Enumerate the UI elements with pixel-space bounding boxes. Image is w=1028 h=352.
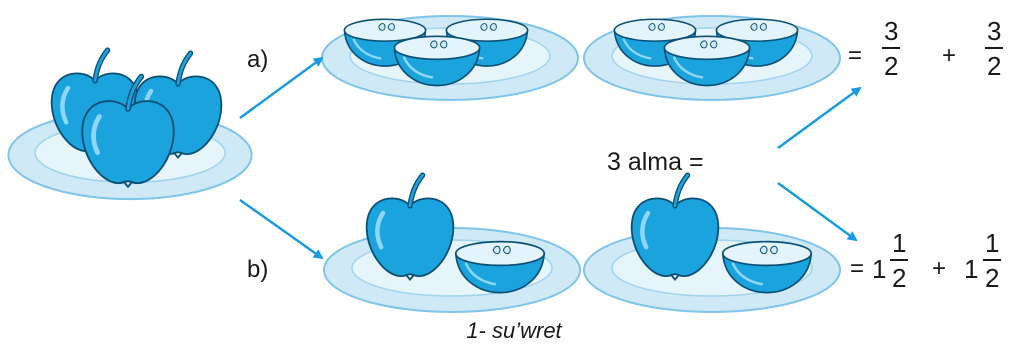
equation-left: 3 alma = <box>607 150 704 175</box>
row-a-fraction-2: 3 2 <box>985 18 1003 79</box>
plate-three-halves-2 <box>584 16 840 100</box>
plate-apple-and-half-2 <box>584 175 840 312</box>
row-b-fraction-2: 1 2 <box>983 230 1001 291</box>
row-b-plus: + <box>932 257 946 281</box>
denominator: 2 <box>987 49 1001 79</box>
plate-three-apples <box>8 50 251 199</box>
plate-apple-and-half-1 <box>324 175 580 312</box>
numerator: 3 <box>882 18 900 47</box>
row-a-plus: + <box>942 44 956 68</box>
row-a-fraction-1: 3 2 <box>882 18 900 79</box>
denominator: 2 <box>884 49 898 79</box>
apple-icon <box>632 175 719 279</box>
label-a: a) <box>247 48 268 72</box>
row-b-whole-2: 1 <box>964 256 978 282</box>
row-b-whole-1: 1 <box>872 256 886 282</box>
denominator: 2 <box>892 261 906 291</box>
row-b-fraction-1: 1 2 <box>890 230 908 291</box>
denominator: 2 <box>985 261 999 291</box>
label-b: b) <box>247 258 268 282</box>
arrow-up-right <box>778 88 860 148</box>
row-b-equals: = <box>850 257 864 281</box>
plate-three-halves-1 <box>322 16 578 100</box>
row-a-equals: = <box>848 44 862 68</box>
figure-caption: 1- su’wret <box>0 318 1028 344</box>
apple-icon <box>367 175 454 279</box>
arrow-to-row-b <box>240 200 322 258</box>
numerator: 1 <box>983 230 1001 259</box>
numerator: 1 <box>890 230 908 259</box>
arrow-down-right <box>778 183 856 240</box>
numerator: 3 <box>985 18 1003 47</box>
